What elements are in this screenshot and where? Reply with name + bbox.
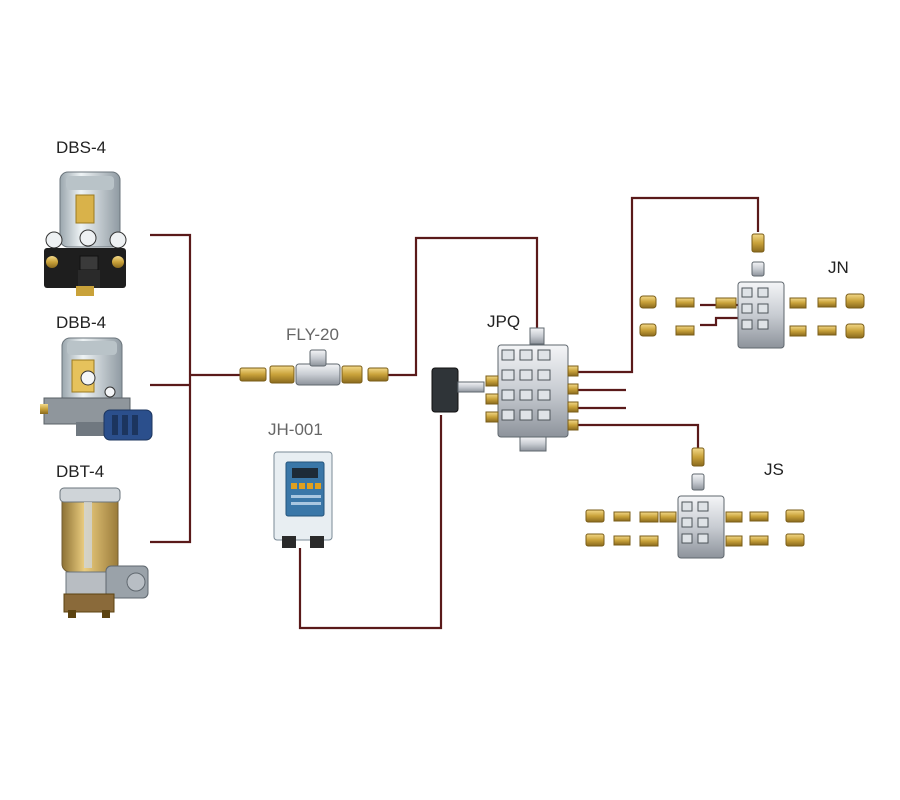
pipe-jpq-to-js: [575, 423, 700, 450]
flow-sensor: [431, 367, 459, 413]
pump-dbb4: [40, 337, 153, 441]
pipe-filter-to-jpq: [388, 236, 539, 377]
pipe-dbt4-to-bus: [150, 385, 192, 544]
pressure-gauge: [109, 231, 127, 249]
pipe-controller-to-sensor: [298, 415, 443, 630]
filter-fly20: [239, 349, 389, 386]
pressure-gauge: [79, 229, 97, 247]
pipe-network: [150, 196, 760, 630]
pump-dbs4: [44, 171, 127, 296]
label-dbb4: DBB-4: [56, 313, 107, 332]
distributor-jpq: [431, 327, 579, 452]
label-dbt4: DBT-4: [56, 462, 105, 481]
distributor-js: [585, 447, 805, 559]
controller-display: [292, 468, 318, 478]
label-js: JS: [764, 460, 784, 479]
label-fly20: FLY-20: [286, 325, 339, 344]
pump-dbt4: [59, 487, 149, 618]
label-jn: JN: [828, 258, 849, 277]
label-dbs4: DBS-4: [56, 138, 107, 157]
distributor-jn: [639, 233, 865, 349]
pressure-gauge: [45, 231, 63, 249]
label-jpq: JPQ: [487, 312, 521, 331]
pipe-jn-inner-2: [700, 316, 738, 327]
pipe-jpq-to-jn: [575, 196, 760, 374]
controller-jh001: [273, 451, 333, 548]
pipe-dbs4-to-bus: [150, 233, 192, 385]
label-jh001: JH-001: [268, 420, 323, 439]
